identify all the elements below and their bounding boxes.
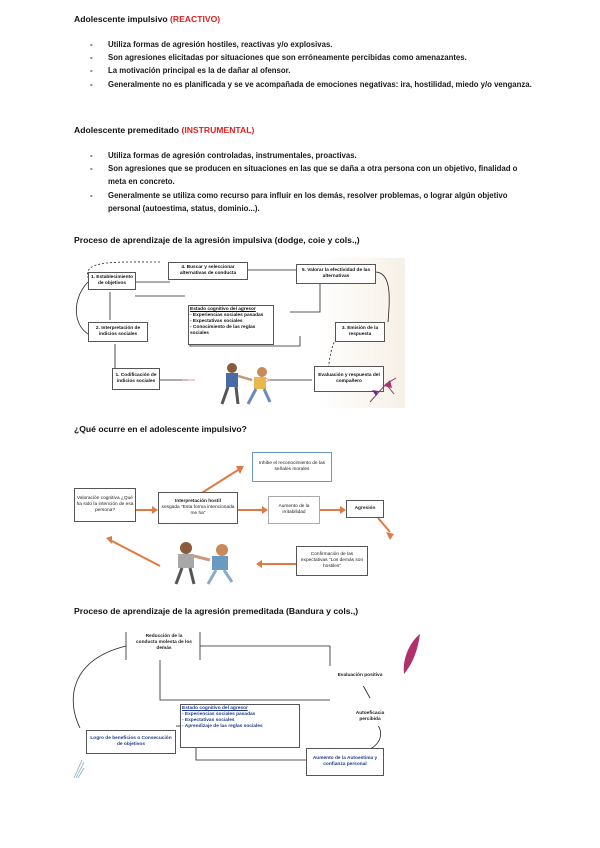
state-item: - Conocimiento de las reglas sociales	[190, 325, 256, 336]
arrow-line	[377, 517, 391, 533]
box-agresion: Agresión	[346, 500, 384, 518]
children-pushing-illustration	[220, 363, 272, 405]
state-item: - Experiencias sociales pasadas	[190, 313, 264, 318]
box-valorar: 5. Valorar la efectividad de las alterna…	[296, 264, 376, 284]
arrow-line	[200, 645, 331, 666]
list-item: Utiliza formas de agresión controladas, …	[74, 149, 534, 162]
feather-decoration-icon	[73, 759, 85, 779]
children-pushing-illustration	[174, 542, 234, 585]
list-item: Son agresiones elicitadas por situacione…	[74, 51, 534, 64]
interp-body: sesgada "Esta forma intencionada me ha"	[161, 505, 235, 516]
box-autoeficacia: Autoeficacia percibida	[344, 708, 396, 726]
state-item: - Expectativas sociales	[182, 718, 235, 723]
state-item: - Aprendizaje de las reglas sociales	[182, 724, 263, 729]
box-aumento-irritabilidad: Aumento de la irritabilidad	[268, 496, 320, 524]
list-item: La motivación principal es la de dañar a…	[74, 64, 534, 77]
box-aumento-autoestima: Aumento de la Autoestima y confianza per…	[306, 748, 384, 776]
arrow-line	[72, 645, 127, 729]
box-estado-cognitivo-premeditado: Estado cognitivo del agresor - Experienc…	[180, 704, 300, 748]
arrow-line	[290, 282, 321, 313]
box-evaluacion: Evaluación y respuesta del compañero	[314, 366, 384, 392]
reactive-tag: (REACTIVO)	[170, 14, 221, 24]
instrumental-bullet-list: Utiliza formas de agresión controladas, …	[74, 149, 534, 215]
box-valoracion: Valoración cognitiva ¿Qué ha sido la int…	[74, 488, 136, 522]
box-establecimiento: 1. Establecimiento de objetivos	[88, 272, 136, 290]
box-interpretacion-hostil: Interpretación hostil sesgada "Esta form…	[158, 492, 238, 524]
box-codificacion: 1. Codificación de indicios sociales	[112, 368, 160, 390]
box-logro: Logro de beneficios o Consecución de obj…	[86, 730, 176, 754]
box-emision: 3. Emisión de la respuesta	[335, 322, 385, 342]
arrow-line	[159, 660, 330, 701]
arrow-line	[109, 539, 161, 567]
list-item: Generalmente no es planificada y se ve a…	[74, 78, 534, 91]
state-title: Estado cognitivo del agresor	[190, 307, 256, 312]
instrumental-heading-text: Adolescente premeditado	[74, 125, 180, 135]
diagram3-title: Proceso de aprendizaje de la agresión pr…	[74, 606, 359, 616]
list-item: Utiliza formas de agresión hostiles, rea…	[74, 38, 534, 51]
state-item: - Expectativas sociales	[190, 319, 243, 324]
instrumental-tag: (INSTRUMENTAL)	[181, 125, 255, 135]
state-title: Estado cognitivo del agresor	[182, 706, 248, 711]
reactive-heading-text: Adolescente impulsivo	[74, 14, 168, 24]
box-estado-cognitivo: Estado cognitivo del agresor - Experienc…	[188, 305, 274, 345]
interp-title: Interpretación hostil	[174, 499, 222, 504]
list-item: Generalmente se utiliza como recurso par…	[74, 189, 534, 215]
diagram2-title: ¿Qué ocurre en el adolescente impulsivo?	[74, 424, 247, 434]
box-interpretacion: 2. Interpretación de indicios sociales	[88, 322, 148, 342]
box-confirmacion: Confirmación de las expectativas "Los de…	[296, 546, 368, 576]
state-item: - Experiencias sociales pasadas	[182, 712, 256, 717]
flower-decoration-icon	[369, 377, 397, 403]
reactive-heading: Adolescente impulsivo (REACTIVO)	[74, 14, 220, 24]
box-buscar: 4. Buscar y seleccionar alternativas de …	[168, 262, 248, 280]
reactive-bullet-list: Utiliza formas de agresión hostiles, rea…	[74, 38, 534, 91]
box-evaluacion-positiva: Evaluación positiva	[330, 666, 390, 686]
arrow-line	[374, 271, 390, 323]
arrow-line	[199, 469, 239, 495]
leaf-decoration-icon	[403, 634, 420, 674]
box-reduccion: Reducción de la conducta molesta de los …	[134, 630, 194, 656]
diagram1-title: Proceso de aprendizaje de la agresión im…	[74, 235, 360, 245]
list-item: Son agresiones que se producen en situac…	[74, 162, 534, 188]
instrumental-heading: Adolescente premeditado (INSTRUMENTAL)	[74, 125, 254, 135]
box-inhibe: Inhibe el reconocimiento de las señales …	[252, 452, 332, 482]
